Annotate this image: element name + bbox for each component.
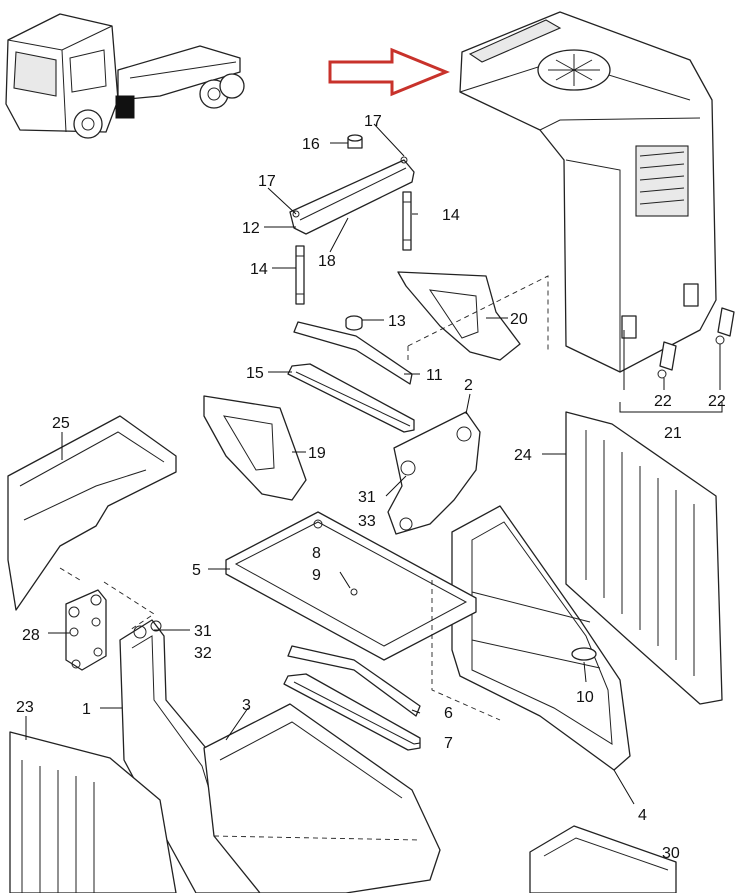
callout-24: 24	[514, 447, 532, 464]
callout-18: 18	[318, 253, 336, 270]
callout-30: 30	[662, 845, 680, 862]
top-bracket-18	[289, 156, 415, 235]
callout-6: 6	[444, 705, 453, 722]
callout-31-lower: 31	[194, 623, 212, 640]
callout-labels: 16 17 17 12 14 18 14 13 20 11 15 2 22 22…	[16, 113, 726, 862]
bolt-16	[347, 134, 363, 149]
bushing-13	[345, 315, 363, 331]
callout-9: 9	[312, 567, 321, 584]
frame-4	[451, 505, 631, 771]
callout-31-upper: 31	[358, 489, 376, 506]
callout-14-left: 14	[250, 261, 268, 278]
callout-21: 21	[664, 425, 682, 442]
cover-latch-left	[657, 341, 677, 379]
link-28	[65, 589, 107, 671]
tray-5	[225, 511, 477, 661]
callout-17-left: 17	[258, 173, 276, 190]
callout-13: 13	[388, 313, 406, 330]
callout-10: 10	[576, 689, 594, 706]
warning-labels	[635, 145, 689, 217]
highlight-arrow	[328, 47, 450, 97]
cover-latch-right	[715, 307, 735, 345]
strap-7	[283, 673, 421, 751]
strap-11	[293, 321, 413, 385]
callout-4: 4	[638, 807, 647, 824]
housing-25	[7, 415, 177, 631]
casting-2	[387, 411, 481, 535]
strap-15	[287, 363, 415, 433]
leader-lines	[25, 123, 723, 870]
strap-6	[287, 645, 421, 717]
callout-5: 5	[192, 562, 201, 579]
bracket-20	[397, 271, 521, 361]
callout-28: 28	[22, 627, 40, 644]
callout-12: 12	[242, 220, 260, 237]
stud-14-right	[402, 191, 412, 251]
callout-2: 2	[464, 377, 473, 394]
panel-24	[565, 411, 723, 705]
callout-22-right: 22	[708, 393, 726, 410]
callout-1: 1	[82, 701, 91, 718]
plate-30	[529, 825, 677, 893]
panel-23	[9, 731, 177, 893]
callout-15: 15	[246, 365, 264, 382]
callout-23: 23	[16, 699, 34, 716]
callout-16: 16	[302, 136, 320, 153]
callout-22-left: 22	[654, 393, 672, 410]
callout-32: 32	[194, 645, 212, 662]
battery-cover	[459, 11, 717, 373]
callout-3: 3	[242, 697, 251, 714]
callout-20: 20	[510, 311, 528, 328]
assembly-outline	[407, 275, 549, 721]
stud-14-left	[295, 245, 305, 305]
base-plate-3	[203, 703, 441, 893]
callout-8: 8	[312, 545, 321, 562]
callout-11: 11	[426, 367, 443, 384]
callout-19: 19	[308, 445, 326, 462]
callout-25: 25	[52, 415, 70, 432]
callout-33: 33	[358, 513, 376, 530]
callout-17-top: 17	[364, 113, 382, 130]
callout-14-right: 14	[442, 207, 460, 224]
truck-thumbnail	[5, 13, 245, 139]
callout-7: 7	[444, 735, 453, 752]
bracket-19	[203, 395, 307, 501]
